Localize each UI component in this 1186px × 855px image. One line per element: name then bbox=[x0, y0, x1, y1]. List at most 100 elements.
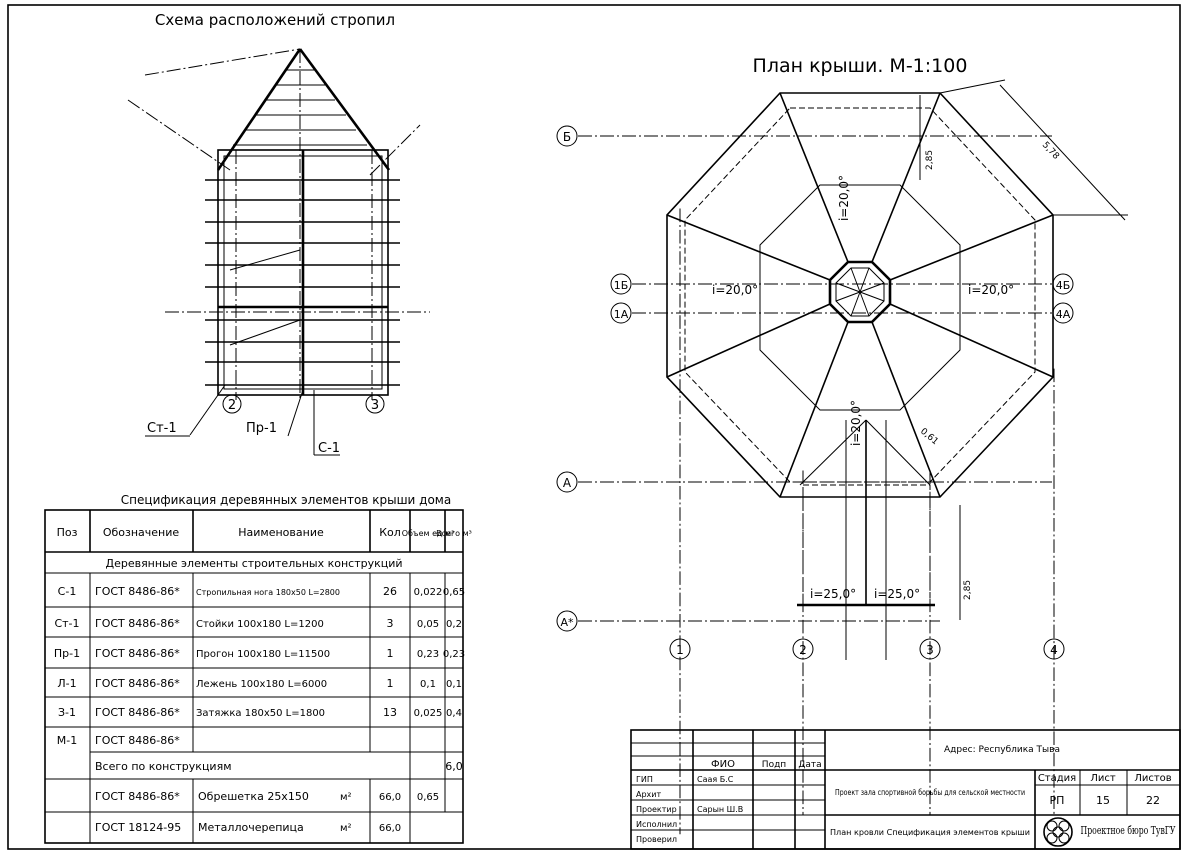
stamp-role: Архит bbox=[636, 790, 661, 799]
cell-kol: 66,0 bbox=[379, 792, 401, 803]
cell-vsego: 0,1 bbox=[446, 679, 462, 690]
axis-label-4a: 4А bbox=[1056, 308, 1071, 321]
rafter-scheme-title: Схема расположений стропил bbox=[155, 11, 395, 29]
cell-poz: Пр-1 bbox=[54, 647, 80, 660]
cell-vsego: 0,4 bbox=[446, 708, 462, 719]
label-s1: С-1 bbox=[318, 441, 340, 456]
axis-label-2: 2 bbox=[799, 643, 807, 657]
col-header-obozn: Обозначение bbox=[103, 526, 180, 539]
cell-naim: Стропильная нога 180х50 L=2800 bbox=[196, 588, 340, 597]
cell-kol: 66,0 bbox=[379, 823, 401, 834]
axis-label-2: 2 bbox=[228, 398, 236, 413]
slope-porch-right: i=25,0° bbox=[874, 587, 920, 601]
col-header-kol: Кол bbox=[379, 526, 401, 539]
table-row: Ст-1 ГОСТ 8486-86* Стойки 100х180 L=1200… bbox=[54, 617, 461, 630]
title-block: ФИО Подп Дата ГИП Саая Б.С Архит Проекти… bbox=[630, 729, 1181, 850]
axis-label-4: 4 bbox=[1050, 643, 1058, 657]
org-logo-icon bbox=[1043, 817, 1073, 847]
axis-label-1a: 1А bbox=[614, 308, 629, 321]
stamp-sheet-name: План кровли Спецификация элементов крыши bbox=[830, 828, 1030, 837]
cell-obyem: 0,022 bbox=[414, 587, 443, 598]
stamp-stage-label: Стадия bbox=[1038, 773, 1076, 784]
col-header-obyem: Объем ед м³ bbox=[402, 529, 455, 538]
roof-plan-title: План крыши. М-1:100 bbox=[753, 55, 968, 77]
sheet-frame bbox=[7, 4, 1181, 850]
specification-table: Спецификация деревянных элементов крыши … bbox=[44, 493, 472, 844]
cell-obozn: ГОСТ 8486-86* bbox=[95, 585, 180, 598]
stamp-col-data: Дата bbox=[798, 760, 821, 770]
stamp-sheet: 15 bbox=[1096, 794, 1110, 807]
cell-obozn: ГОСТ 8486-86* bbox=[95, 647, 180, 660]
dim-inner: 2,85 bbox=[925, 150, 935, 170]
axis-bubble-2 bbox=[222, 394, 242, 414]
label-pr1: Пр-1 bbox=[246, 421, 277, 436]
col-header-naim: Наименование bbox=[238, 526, 324, 539]
cell-obozn: ГОСТ 8486-86* bbox=[95, 734, 180, 747]
cell-naim: Стойки 100х180 L=1200 bbox=[196, 619, 324, 630]
table-row: ГОСТ 8486-86* Обрешетка 25х150 м² 66,0 0… bbox=[95, 790, 439, 803]
col-header-vsego: Всего м³ bbox=[436, 529, 472, 538]
cell-obozn: ГОСТ 8486-86* bbox=[95, 790, 180, 803]
table-row: Л-1 ГОСТ 8486-86* Лежень 100х180 L=6000 … bbox=[57, 677, 462, 690]
cell-poz: Л-1 bbox=[57, 677, 76, 690]
stamp-role: Проектир bbox=[636, 805, 677, 814]
slope-porch-left: i=25,0° bbox=[810, 587, 856, 601]
stamp-sheet-label: Лист bbox=[1090, 773, 1116, 784]
cell-poz: Ст-1 bbox=[54, 617, 79, 630]
cell-obozn: ГОСТ 8486-86* bbox=[95, 677, 180, 690]
cell-vsego: 0,23 bbox=[443, 649, 465, 660]
cell-poz: М-1 bbox=[57, 734, 77, 747]
table-row: ГОСТ 18124-95 Металлочерепица м² 66,0 bbox=[95, 821, 401, 834]
axis-bubble-3 bbox=[365, 394, 385, 414]
cell-naim: Обрешетка 25х150 bbox=[198, 790, 309, 803]
cell-kol: 13 bbox=[383, 706, 397, 719]
col-header-poz: Поз bbox=[57, 526, 78, 539]
stamp-sheets: 22 bbox=[1146, 794, 1160, 807]
axis-label-3: 3 bbox=[371, 398, 379, 413]
stamp-role: ГИП bbox=[636, 775, 653, 784]
cell-obyem: 0,1 bbox=[420, 679, 436, 690]
stamp-name: Сарын Ш.В bbox=[697, 805, 743, 814]
cell-naim: Лежень 100х180 L=6000 bbox=[196, 679, 327, 690]
cell-obyem: 0,23 bbox=[417, 649, 439, 660]
cell-naim: Затяжка 180х50 L=1800 bbox=[196, 708, 325, 719]
spec-title: Спецификация деревянных элементов крыши … bbox=[121, 493, 451, 507]
stamp-col-fio: ФИО bbox=[711, 759, 735, 770]
label-st1: Ст-1 bbox=[147, 421, 177, 436]
cell-obozn: ГОСТ 8486-86* bbox=[95, 706, 180, 719]
stamp-role: Проверил bbox=[636, 835, 677, 844]
axis-label-1: 1 bbox=[676, 643, 684, 657]
dim-small: 0,61 bbox=[918, 427, 940, 448]
slope-top: i=20,0° bbox=[837, 175, 851, 221]
stamp-project: Проект зала спортивной борьбы для сельск… bbox=[835, 788, 1025, 797]
cell-obyem: 0,65 bbox=[417, 792, 439, 803]
cell-obozn: ГОСТ 8486-86* bbox=[95, 617, 180, 630]
cell-poz: С-1 bbox=[58, 585, 77, 598]
spec-total-label: Всего по конструкциям bbox=[95, 760, 232, 773]
spec-frame bbox=[44, 509, 464, 844]
stamp-name: Саая Б.С bbox=[697, 775, 734, 784]
axis-label-3: 3 bbox=[926, 643, 934, 657]
cell-obozn: ГОСТ 18124-95 bbox=[95, 821, 181, 834]
rafter-scheme: Схема расположений стропил bbox=[127, 11, 430, 456]
axis-label-4b: 4Б bbox=[1056, 279, 1071, 292]
stamp-sheets-label: Листов bbox=[1134, 773, 1171, 784]
stamp-role: Исполнил bbox=[636, 820, 677, 829]
cell-unit: м² bbox=[340, 823, 352, 834]
table-row: З-1 ГОСТ 8486-86* Затяжка 180х50 L=1800 … bbox=[58, 706, 462, 719]
table-row: М-1 ГОСТ 8486-86* bbox=[57, 734, 180, 747]
stamp-org: Проектное бюро ТувГУ bbox=[1081, 824, 1176, 837]
spec-section-title: Деревянные элементы строительных констру… bbox=[105, 557, 402, 570]
table-row: С-1 ГОСТ 8486-86* Стропильная нога 180х5… bbox=[58, 585, 465, 598]
axis-label-b: Б bbox=[563, 130, 571, 144]
slope-front: i=20,0° bbox=[849, 400, 863, 446]
cell-vsego: 0,2 bbox=[446, 619, 462, 630]
stamp-col-podp: Подп bbox=[762, 760, 786, 770]
slope-right: i=20,0° bbox=[968, 283, 1014, 297]
roof-plan: План крыши. М-1:100 bbox=[556, 55, 1128, 835]
cell-obyem: 0,05 bbox=[417, 619, 439, 630]
cell-naim: Прогон 100х180 L=11500 bbox=[196, 649, 330, 660]
stamp-address: Адрес: Республика Тыва bbox=[944, 745, 1060, 755]
cell-kol: 26 bbox=[383, 585, 397, 598]
